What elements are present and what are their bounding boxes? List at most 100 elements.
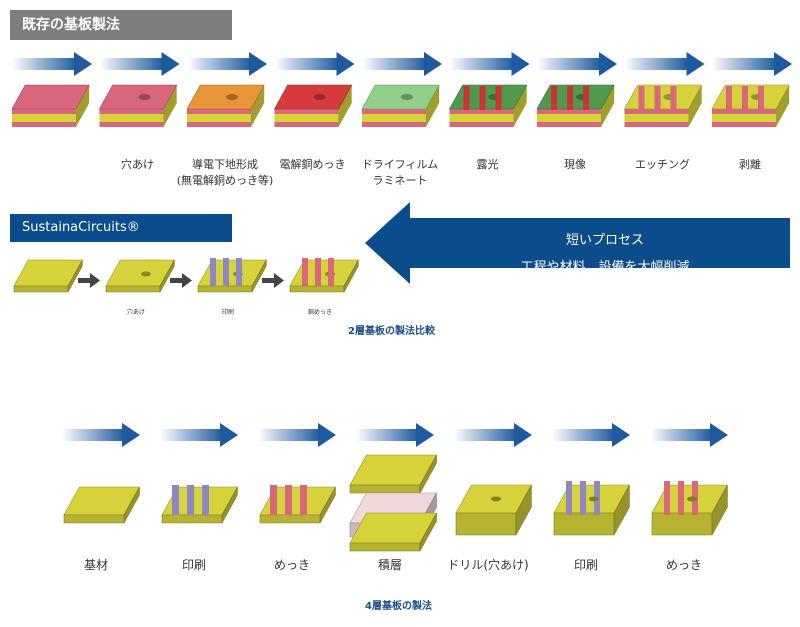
four-plate-icon (259, 485, 336, 524)
trace-mark (670, 86, 677, 110)
flow-arrow (262, 273, 284, 288)
board-exposure-icon (448, 84, 528, 127)
process-arrow (12, 52, 92, 76)
process-arrow (537, 52, 617, 76)
four-layer-step-label: 印刷 (573, 558, 598, 572)
hole-mark (141, 271, 151, 277)
process-arrow (362, 52, 442, 76)
four-layer-step-label: めっき (665, 558, 702, 572)
sustaina-step-label: 印刷 (221, 309, 234, 316)
board-copper-icon (273, 84, 353, 127)
board-strip-icon (711, 84, 790, 127)
four-layer-step-label: ドリル(穴あけ) (447, 558, 529, 572)
sustaina-step-label: 穴あけ (126, 309, 145, 316)
flow-arrow (78, 273, 100, 288)
process-arrow (62, 423, 140, 447)
process-arrow (712, 52, 792, 76)
board-seed-icon (186, 84, 265, 127)
trace-mark (236, 258, 242, 286)
hole-mark (491, 496, 501, 502)
existing-process-header: 既存の基板製法 (10, 10, 232, 40)
trace-mark (223, 258, 229, 286)
process-arrow (650, 423, 728, 447)
trace-mark (758, 86, 764, 110)
four-layer-step-label: 積層 (377, 558, 402, 572)
hole-mark (313, 94, 326, 100)
four-base-icon (63, 486, 140, 524)
four-layer-step-label: 基材 (83, 558, 108, 572)
flow-arrow (170, 273, 192, 288)
process-arrow (449, 52, 530, 76)
process-arrow (552, 423, 630, 447)
sustaina-drill-icon (105, 259, 175, 293)
hole-mark (589, 496, 599, 502)
existing-step-label: 導電下地形成 (無電解銅めっき等) (176, 158, 274, 187)
existing-step-label: 露光 (476, 158, 499, 171)
trace-mark (270, 485, 277, 515)
trace-mark (285, 485, 292, 515)
process-arrow (187, 52, 267, 76)
four-layer-step-label: 印刷 (181, 558, 206, 572)
trace-mark (328, 258, 334, 286)
four-layer-step-label: めっき (273, 558, 310, 572)
sustaina-process-diagram (13, 258, 359, 293)
four-drill-icon (455, 484, 532, 536)
callout-line1: 短いプロセス (565, 233, 644, 248)
hole-mark (226, 94, 238, 100)
trace-mark (172, 485, 179, 515)
sustaina-print-icon (197, 258, 267, 293)
board-film-icon (361, 84, 440, 127)
board-drill-icon (98, 84, 178, 127)
existing-step-label: 剥離 (739, 158, 761, 171)
process-arrow (274, 52, 355, 76)
four-layer-process-diagram (62, 423, 728, 552)
sustaina-base-icon (13, 259, 83, 293)
trace-mark (654, 86, 661, 110)
board-etch-icon (623, 84, 703, 127)
existing-step-label: 電解銅めっき (279, 158, 346, 171)
hole-mark (401, 94, 413, 100)
four-print2-icon (553, 481, 630, 536)
trace-mark (664, 481, 670, 515)
process-arrow (356, 423, 434, 447)
process-arrow (624, 52, 705, 76)
existing-process-diagram (11, 52, 792, 127)
process-arrow (454, 423, 532, 447)
trace-mark (567, 86, 573, 110)
existing-step-label: エッチング (635, 158, 690, 171)
short-process-callout-arrow (365, 202, 790, 284)
trace-mark (300, 485, 307, 515)
trace-mark (187, 485, 194, 515)
trace-mark (315, 258, 321, 286)
trace-mark (495, 86, 502, 110)
trace-mark (580, 481, 586, 515)
hole-mark (138, 94, 151, 100)
two-layer-caption: 2層基板の製法比較 (348, 326, 435, 337)
four-layer-caption: 4層基板の製法 (365, 601, 432, 612)
existing-step-label: 現像 (564, 158, 586, 171)
board-develop-icon (536, 84, 615, 127)
callout-line2: 工程や材料、設備を大幅削減 (520, 260, 690, 275)
sustaina-plate-icon (289, 258, 359, 293)
sustaina-step-label: 銅めっき (307, 309, 332, 316)
process-arrow (160, 423, 238, 447)
trace-mark (742, 86, 748, 110)
trace-mark (210, 258, 216, 286)
trace-mark (583, 86, 589, 110)
existing-step-label: 穴あけ (121, 158, 154, 171)
four-plate2-icon (651, 481, 728, 536)
trace-mark (479, 86, 486, 110)
trace-mark (726, 86, 732, 110)
trace-mark (302, 258, 308, 286)
trace-mark (678, 481, 684, 515)
trace-mark (463, 86, 470, 110)
trace-mark (202, 485, 209, 515)
existing-step-label: ドライフィルム ラミネート (361, 158, 439, 187)
process-arrow (99, 52, 180, 76)
four-print-icon (161, 485, 238, 524)
board-base-icon (11, 84, 90, 127)
four-laminate-icon (349, 454, 438, 552)
hole-mark (687, 496, 697, 502)
trace-mark (638, 86, 645, 110)
trace-mark (566, 481, 572, 515)
